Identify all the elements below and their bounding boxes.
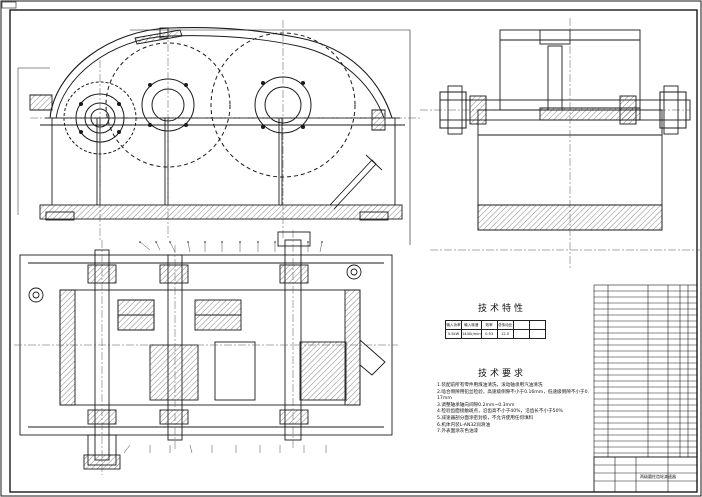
spec-cell: 5.5kW <box>445 329 462 339</box>
technical-specs-title: 技术特性 <box>478 304 527 314</box>
requirement-item: 4.检验齿面接触斑点，沿齿高不小于40%，沿齿长不小于50% <box>437 409 563 415</box>
requirement-item: 7.外表面涂灰色油漆 <box>437 429 479 435</box>
spec-value-row: 5.5kW 1440r/min 0.93 12.0 <box>445 329 546 339</box>
spec-cell <box>528 329 546 339</box>
inner-border <box>9 9 698 493</box>
spec-cell: 输入转速 <box>461 320 482 330</box>
spec-cell: 总传动比 <box>496 320 514 330</box>
spec-cell <box>528 320 546 330</box>
requirement-item: 3.调整轴承轴向间隙0.2mm~0.3mm <box>437 402 515 408</box>
requirement-item: 6.机体内装L-AN32润滑油 <box>437 422 490 428</box>
requirement-item: 5.减速器剖分面涂密封胶，不允许使用任何填料 <box>437 415 534 421</box>
spec-cell: 0.93 <box>480 329 498 339</box>
spec-cell <box>512 320 530 330</box>
requirement-item: 2.啮合侧隙用铅丝检验，高速级侧隙不小于0.16mm，低速级侧隙不小于0.17m… <box>437 389 589 402</box>
spec-cell: 效率 <box>480 320 498 330</box>
technical-specs-table: 输入功率 输入转速 效率 总传动比 5.5kW 1440r/min 0.93 1… <box>445 320 546 339</box>
spec-cell: 输入功率 <box>445 320 462 330</box>
spec-cell <box>512 329 530 339</box>
technical-requirements-list: 1.装配前所有零件用煤油清洗，滚动轴承用汽油清洗 2.啮合侧隙用铅丝检验，高速级… <box>437 383 589 436</box>
front-view <box>17 20 690 245</box>
plan-section-view <box>14 230 398 475</box>
parts-list-table <box>593 284 698 493</box>
spec-cell: 1440r/min <box>461 329 482 339</box>
leader-lines <box>123 241 327 454</box>
title-block-name: 两级圆柱齿轮减速器 <box>640 474 676 479</box>
side-view <box>430 18 700 270</box>
spec-header-row: 输入功率 输入转速 效率 总传动比 <box>445 320 546 330</box>
spec-cell: 12.0 <box>496 329 514 339</box>
callout-dots <box>139 241 323 243</box>
requirement-item: 1.装配前所有零件用煤油清洗，滚动轴承用汽油清洗 <box>437 383 543 388</box>
technical-requirements-title: 技术要求 <box>478 369 527 379</box>
